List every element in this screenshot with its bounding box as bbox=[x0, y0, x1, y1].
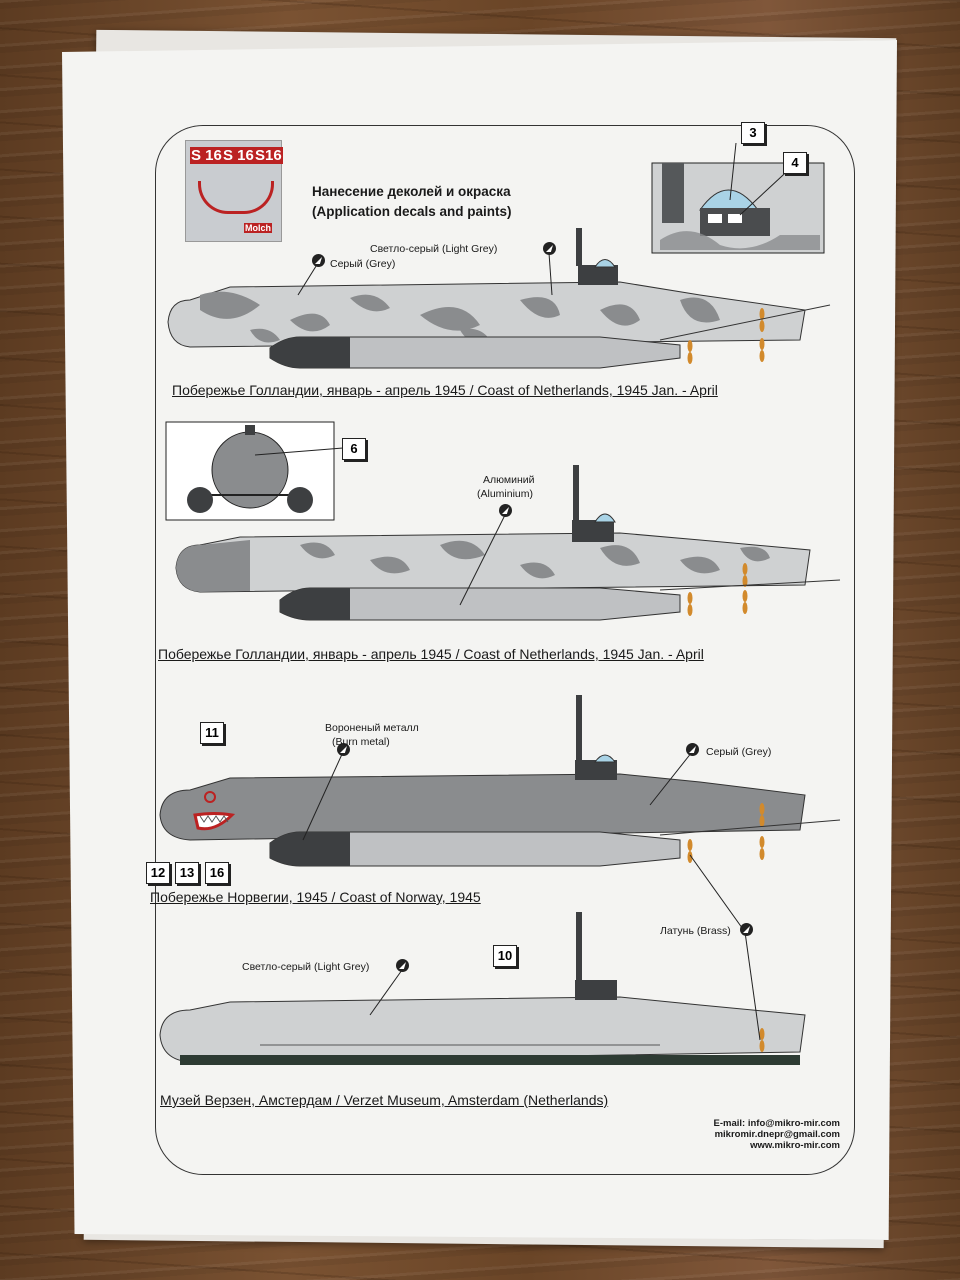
thumb-label-1: S 16 bbox=[190, 147, 223, 164]
caption-profile-1: Побережье Голландии, январь - апрель 194… bbox=[172, 382, 718, 398]
decal-number-6: 6 bbox=[342, 438, 366, 460]
paint-marker bbox=[312, 254, 325, 267]
thumb-label-2: S 16 bbox=[222, 147, 255, 164]
profile-4-submarine bbox=[159, 912, 806, 1065]
thumb-label-3: S16 bbox=[254, 147, 283, 164]
paint-marker bbox=[543, 242, 556, 255]
sheet-frame bbox=[155, 125, 855, 1175]
callout-light-grey-1: Светло-серый (Light Grey) bbox=[370, 243, 498, 255]
callout-burn-metal-en: (Burn metal) bbox=[332, 736, 390, 748]
decal-sheet-thumbnail: S 16 S 16 S16 Molch bbox=[185, 140, 283, 242]
decal-number-3: 3 bbox=[741, 122, 765, 144]
thumb-brand: Molch bbox=[244, 223, 272, 233]
callout-brass: Латунь (Brass) bbox=[660, 925, 731, 937]
contact-email-2: mikromir.dnepr@gmail.com bbox=[714, 1129, 840, 1140]
callout-aluminium-en: (Aluminium) bbox=[477, 488, 534, 500]
paint-marker bbox=[740, 923, 753, 936]
caption-profile-3: Побережье Норвегии, 1945 / Coast of Norw… bbox=[150, 889, 481, 905]
profile-2-submarine bbox=[165, 421, 841, 621]
paint-marker bbox=[686, 743, 699, 756]
decal-number-13: 13 bbox=[175, 862, 199, 884]
callout-burn-metal-ru: Вороненый металл bbox=[325, 722, 419, 734]
title-ru: Нанесение деколей и окраска bbox=[312, 184, 511, 199]
decal-number-12: 12 bbox=[146, 862, 170, 884]
profile-3-submarine bbox=[159, 695, 841, 867]
caption-profile-4: Музей Верзен, Амстердам / Verzet Museum,… bbox=[160, 1092, 609, 1108]
profile-1-submarine bbox=[167, 162, 831, 369]
callout-light-grey-4: Светло-серый (Light Grey) bbox=[242, 961, 370, 973]
paint-marker bbox=[499, 504, 512, 517]
contact-block: E-mail: info@mikro-mir.com mikromir.dnep… bbox=[690, 1118, 840, 1151]
callout-grey-1: Серый (Grey) bbox=[330, 258, 396, 270]
paint-marker bbox=[396, 959, 409, 972]
callout-aluminium-ru: Алюминий bbox=[483, 474, 535, 486]
caption-profile-2: Побережье Голландии, январь - апрель 194… bbox=[158, 646, 704, 662]
contact-email-1: E-mail: info@mikro-mir.com bbox=[713, 1118, 840, 1129]
decal-number-11: 11 bbox=[200, 722, 224, 744]
contact-website: www.mikro-mir.com bbox=[750, 1140, 840, 1151]
callout-grey-3: Серый (Grey) bbox=[706, 746, 772, 758]
decal-number-4: 4 bbox=[783, 152, 807, 174]
decal-number-10: 10 bbox=[493, 945, 517, 967]
title-en: (Application decals and paints) bbox=[312, 204, 512, 219]
decal-number-16: 16 bbox=[205, 862, 229, 884]
paint-marker bbox=[337, 743, 350, 756]
